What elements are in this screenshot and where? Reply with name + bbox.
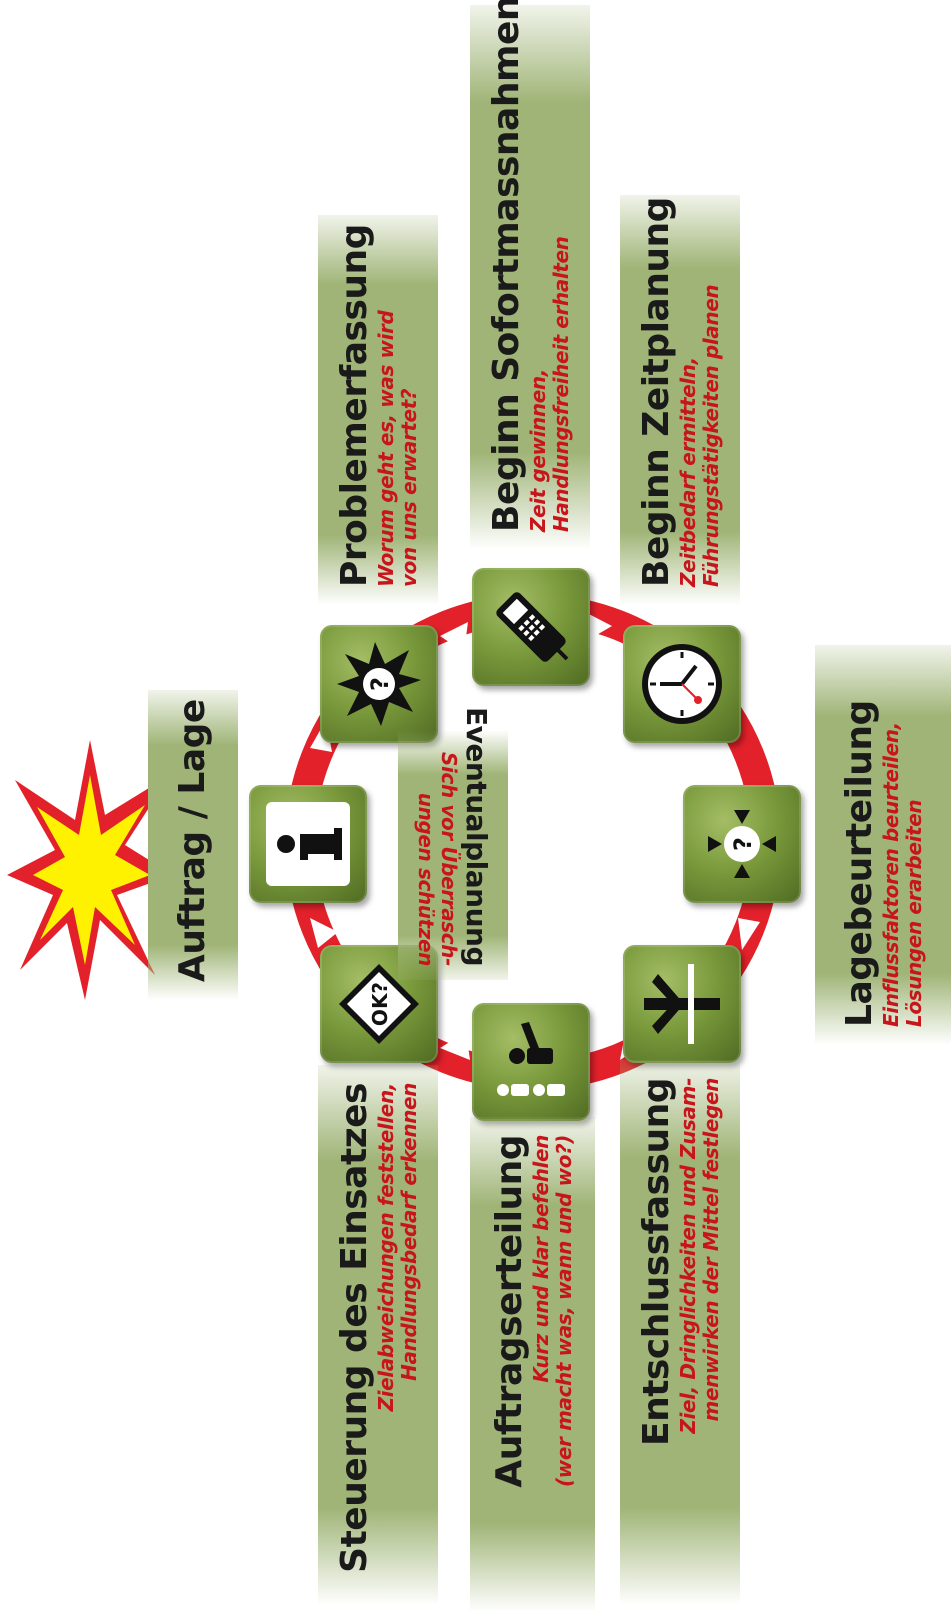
step-desc-line1: Worum geht es, was wird [374, 310, 398, 587]
step-lagebeurteilung: Lagebeurteilung Einflussfaktoren beurtei… [815, 645, 951, 1045]
step-title: Problemerfassung [334, 224, 375, 587]
tile-lagebeurteilung: ? [683, 785, 801, 903]
svg-text:?: ? [366, 677, 394, 691]
step-sofortmassnahmen: Beginn Sofortmassnahmen Zeit gewinnen, H… [470, 0, 590, 550]
step-desc-line1: Zielabweichungen feststellen, [374, 1083, 398, 1412]
clock-icon [642, 644, 722, 724]
explosion-icon [7, 740, 173, 1000]
tile-info [249, 785, 367, 903]
step-desc-line2: Lösungen erarbeiten [902, 799, 926, 1027]
tile-problemerfassung: ? [320, 625, 438, 743]
step-desc-line2: von uns erwartet? [397, 388, 421, 587]
start-title: Auftrag / Lage [172, 699, 213, 982]
center-subtitle-line1: Sich vor Überrasch- [437, 752, 461, 966]
start-label: Auftrag / Lage [148, 690, 238, 1000]
step-desc-line2: Handlungsfreiheit erhalten [549, 236, 573, 533]
center-label: Eventualplanung Sich vor Überrasch- unge… [398, 707, 508, 980]
step-title: Steuerung des Einsatzes [334, 1083, 375, 1573]
crossroads-icon [644, 964, 720, 1044]
step-problemerfassung: Problemerfassung Worum geht es, was wird… [318, 215, 438, 605]
step-desc-line2: Führungstätigkeiten planen [699, 284, 723, 587]
step-title: Lagebeurteilung [839, 700, 880, 1027]
step-desc-line1: Zeit gewinnen, [526, 369, 550, 532]
question-burst-icon: ? [337, 642, 421, 726]
tile-entschlussfassung [623, 945, 741, 1063]
step-title: Beginn Sofortmassnahmen [486, 0, 527, 532]
question-arrows-icon: ? [708, 810, 776, 878]
step-title: Entschlussfassung [636, 1078, 677, 1446]
tile-sofortmassnahmen [472, 568, 590, 686]
tile-zeitplanung [623, 625, 741, 743]
svg-text:?: ? [729, 837, 757, 851]
svg-text:OK?: OK? [368, 982, 392, 1026]
info-icon [266, 802, 350, 886]
ring-arrows [310, 612, 760, 1060]
step-title: Beginn Zeitplanung [636, 197, 677, 587]
step-zeitplanung: Beginn Zeitplanung Zeitbedarf ermitteln,… [620, 195, 740, 605]
step-steuerung: Steuerung des Einsatzes Zielabweichungen… [318, 1065, 438, 1605]
step-desc-line2: (wer macht was, wann und wo?) [551, 1135, 576, 1487]
step-desc-line1: Einflussfaktoren beurteilen, [879, 722, 903, 1027]
step-desc-line2: Handlungsbedarf erkennen [397, 1083, 421, 1381]
step-desc-line1: Zeitbedarf ermitteln, [676, 357, 700, 587]
center-title: Eventualplanung [460, 707, 493, 966]
step-desc-line1: Ziel, Dringlichkeiten und Zusam- [676, 1078, 700, 1434]
center-subtitle-line2: ungen schützen [414, 792, 438, 966]
step-title: Auftragserteilung [488, 1135, 530, 1488]
tile-auftragserteilung [472, 1003, 590, 1121]
step-entschlussfassung: Entschlussfassung Ziel, Dringlichkeiten … [620, 1060, 740, 1605]
step-desc-line1: Kurz und klar befehlen [528, 1135, 553, 1383]
step-auftragserteilung: Auftragserteilung Kurz und klar befehlen… [470, 1117, 595, 1612]
people-icon [497, 1022, 565, 1096]
step-desc-line2: menwirken der Mittel festlegen [699, 1078, 723, 1422]
ok-sign-icon: OK? [339, 964, 419, 1044]
phone-icon [496, 592, 569, 662]
